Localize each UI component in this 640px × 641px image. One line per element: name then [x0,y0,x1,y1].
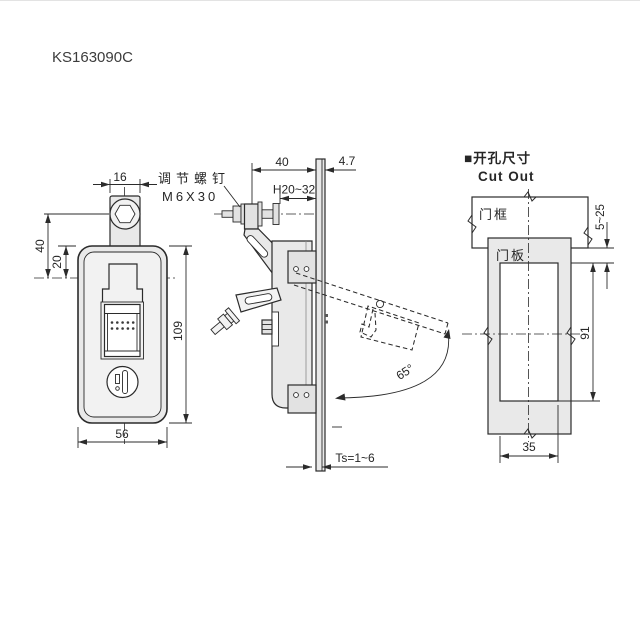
bracket-hole [303,392,310,398]
side-dim-flange: 4.7 [325,154,356,173]
side-view: 65° 调节螺钉 M6X30 40 4.7 H20~ [158,154,451,472]
break-marks [467,191,593,439]
adjust-screw-callout: 调节螺钉 M6X30 [158,171,241,208]
keyhole-slot [122,370,128,394]
key-mark [115,374,120,384]
swing-arc-dimension: 65° [335,329,451,401]
cutout-hole [499,262,559,402]
front-view: 16 40 20 109 [33,170,192,448]
side-dim-depth: 40 [251,155,316,204]
cutout-dim-frame-gap: 5~25 [571,204,614,289]
latch-notch-outline [101,263,144,302]
cutout-view: ■开孔尺寸 Cut Out 门框 门板 [462,150,614,463]
hex-nut [114,204,136,224]
dim-40-label: 40 [33,239,47,253]
push-button[interactable] [103,303,141,358]
dim-65deg-label: 65° [394,361,417,383]
top-bracket [287,250,317,284]
bracket-hole [303,266,310,272]
screw-tip-mark [325,314,328,317]
dim-91-label: 91 [578,326,592,340]
dim-h-label: H20~32 [273,183,316,197]
front-dim-width: 56 [77,427,168,448]
dim-20-label: 20 [50,255,64,269]
bottom-bracket [287,384,317,414]
bracket-hole [293,266,299,272]
screw-label-spec: M6X30 [162,189,218,204]
cutout-header-cn: ■开孔尺寸 [464,150,531,166]
latch-arm-mid-slot [244,293,273,305]
latch-arm-mid-screw [210,307,241,336]
dim-56-label: 56 [115,427,129,441]
latch-arm-slot [246,235,269,258]
dim-ts-label: Ts=1~6 [335,451,375,465]
dim-109-label: 109 [171,321,185,341]
button-grip-dots [110,321,135,330]
cutout-dim-hole-height: 91 [558,263,600,402]
dim-47-label: 4.7 [339,154,356,168]
key-dot [115,386,120,391]
dim-16-label: 16 [113,170,127,184]
dim-525-label: 5~25 [595,204,607,230]
front-dim-mid-offset: 20 [50,245,76,278]
side-dim-panel-thickness: Ts=1~6 [286,451,388,470]
door-frame-label: 门框 [479,207,509,222]
latch-arm-open-dashed [293,272,449,351]
bracket-hole [293,392,299,398]
dim-40-depth-label: 40 [275,155,289,169]
adjusting-screw[interactable] [221,201,280,230]
screw-label-cn: 调节螺钉 [158,171,230,186]
slide-strip [271,311,279,347]
door-panel-plate [315,158,326,472]
side-dim-grip: H20~32 [273,183,316,204]
drawing-title: KS163090C [52,49,133,66]
dim-35-label: 35 [522,440,536,454]
hex-bolt-side [261,319,273,335]
cutout-header-en: Cut Out [478,169,535,184]
front-dim-tab-width: 16 [93,170,157,193]
front-dim-top-offset: 40 [33,214,51,278]
cutout-dim-hole-width: 35 [499,405,559,463]
screw-tip-mark [325,320,328,324]
front-dim-height: 109 [169,245,192,424]
door-panel-label: 门板 [496,248,526,263]
button-recess [100,301,144,360]
